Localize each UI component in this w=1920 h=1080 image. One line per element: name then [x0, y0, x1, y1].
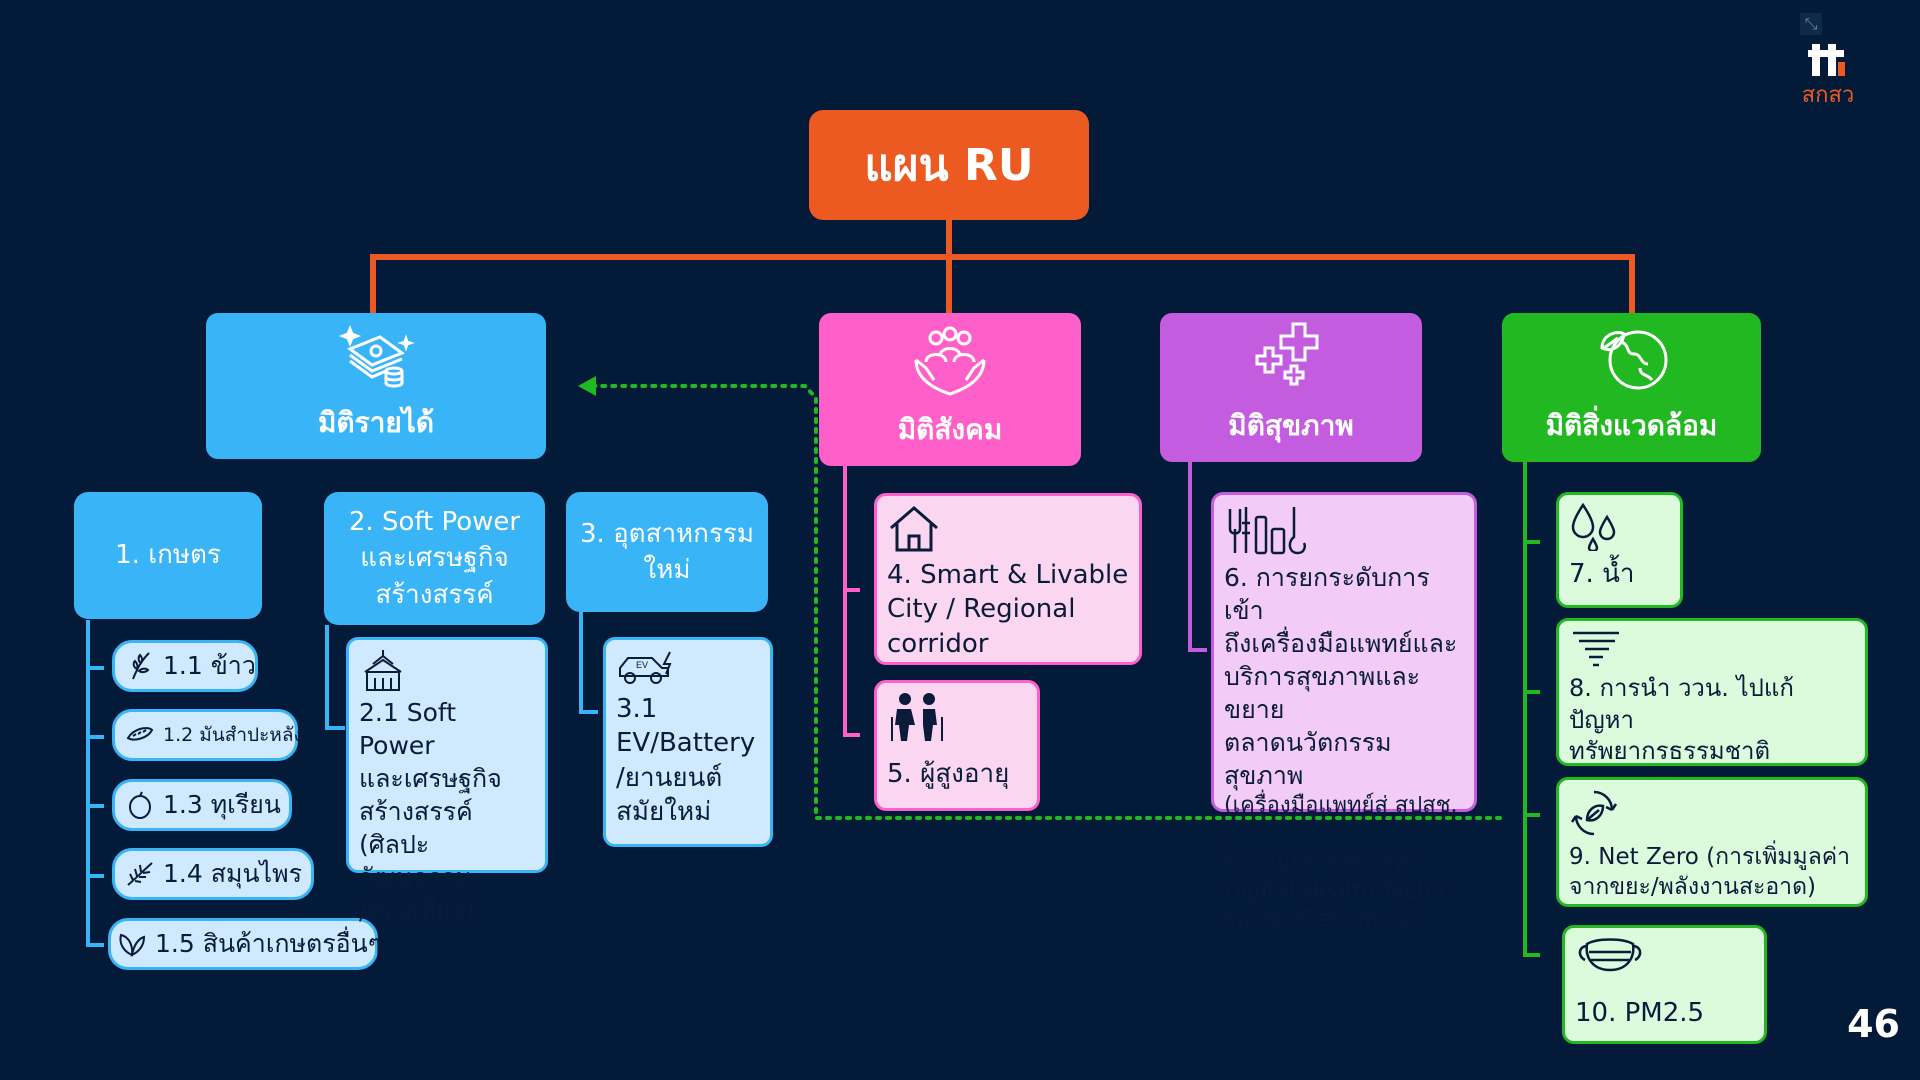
medical-sub-line-4: รพ.สต./Genomics) [1224, 907, 1418, 933]
community-hands-icon [914, 326, 986, 396]
medical-cross-icon [1255, 322, 1319, 386]
money-stack-icon [338, 324, 415, 388]
page-number: 46 [1847, 1002, 1900, 1046]
medical-card: 6. การยกระดับการเข้า ถึงเครื่องมือแพทย์แ… [1211, 492, 1477, 932]
cassava-icon [126, 727, 154, 741]
medical-line-1: 6. การยกระดับการเข้า [1224, 563, 1430, 625]
medical-tools-icon [1228, 507, 1306, 555]
bcg-line-2: ทรัพยากรธรรมชาติ [1569, 737, 1771, 766]
logo-mark-icon [1808, 44, 1845, 76]
netzero-line-2: จากขยะ/พลังงานสะอาด) [1569, 874, 1817, 901]
agri-item-other-label: 1.5 สินค้าเกษตรอื่นๆ [155, 929, 382, 958]
smart-city-card: 4. Smart & Livable City / Regional corri… [874, 493, 1142, 665]
dimension-health: มิติสุขภาพ [1160, 313, 1422, 462]
bcg-card: 8. การนำ ววน. ไปแก้ปัญหา ทรัพยากรธรรมชาต… [1556, 618, 1868, 797]
netzero-line-1: 9. Net Zero (การเพิ่มมูลค่า [1569, 844, 1851, 870]
dimension-income-label: มิติรายได้ [317, 406, 435, 439]
industry-card-line-2: EV/Battery [616, 728, 756, 759]
durian-icon [129, 791, 151, 819]
agri-item-herb-label: 1.4 สมุนไพร [163, 859, 303, 888]
earth-leaf-icon [1599, 330, 1667, 390]
exit-fullscreen-icon[interactable]: ⤡ [1800, 13, 1822, 35]
temple-icon [364, 650, 402, 691]
softpower-card-line-1: 2.1 Soft Power [359, 698, 457, 760]
dimension-environment-label: มิติสิ่งแวดล้อม [1545, 409, 1718, 442]
bcg-line-1: 8. การนำ ววน. ไปแก้ปัญหา [1569, 674, 1794, 734]
water-card: 7. น้ำ [1556, 492, 1683, 608]
smart-city-line-2: City / Regional [887, 594, 1076, 625]
softpower-card-line-3: สร้างสรรค์ [359, 797, 473, 826]
softpower-card-line-5: /ท่องเที่ยว) [359, 896, 475, 925]
industry-card-line-3: /ยานยนต์ [616, 762, 723, 793]
softpower-line2: และเศรษฐกิจ [360, 543, 509, 574]
water-drops-icon [1571, 503, 1616, 551]
income-agri-tile: 1. เกษตร [74, 492, 262, 619]
recycle-leaf-icon [1570, 790, 1618, 836]
industry-card-line-1: 3.1 [616, 694, 658, 724]
agri-item-cassava: 1.2 มันสำปะหลัง [112, 709, 303, 761]
industry-line1: 3. อุตสาหกรรม [580, 518, 754, 549]
water-label: 7. น้ำ [1569, 559, 1635, 589]
face-mask-icon [1578, 938, 1642, 972]
house-icon [890, 506, 938, 552]
industry-card-line-4: สมัยใหม่ [616, 796, 712, 827]
logo-text: สกสว [1801, 83, 1855, 108]
softpower-line3: สร้างสรรค์ [375, 579, 494, 610]
income-agri-label: 1. เกษตร [115, 540, 221, 571]
dimension-social-label: มิติสังคม [897, 413, 1003, 446]
softpower-card: 2.1 Soft Power และเศรษฐกิจ สร้างสรรค์ (ศ… [346, 637, 548, 925]
medical-line-3: บริการสุขภาพและขยาย [1224, 662, 1421, 724]
rice-icon [132, 652, 150, 680]
tornado-icon [1573, 631, 1619, 667]
pm25-label: 10. PM2.5 [1575, 998, 1705, 1028]
agri-item-durian: 1.3 ทุเรียน [112, 779, 292, 831]
smart-city-line-1: 4. Smart & Livable [887, 560, 1129, 590]
agri-item-cassava-label: 1.2 มันสำปะหลัง [163, 724, 303, 746]
dimension-income: มิติรายได้ [206, 313, 546, 459]
softpower-line1: 2. Soft Power [348, 506, 521, 537]
leaves-icon [119, 933, 146, 957]
netzero-card: 9. Net Zero (การเพิ่มมูลค่า จากขยะ/พลังง… [1556, 777, 1868, 907]
softpower-card-line-4: (ศิลปะวัฒนธรรม [359, 830, 472, 892]
svg-text:EV: EV [636, 660, 648, 670]
smart-city-line-3: corridor [887, 628, 989, 659]
elderly-icon [891, 693, 943, 741]
dimension-social: มิติสังคม [819, 313, 1081, 466]
income-industry-tile: 3. อุตสาหกรรม ใหม่ [566, 492, 768, 612]
elderly-label: 5. ผู้สูงอายุ [887, 759, 1010, 789]
root-title: แผน RU [864, 140, 1034, 191]
agri-item-rice-label: 1.1 ข้าว [163, 651, 256, 680]
ev-car-icon: EV [619, 651, 672, 684]
income-softpower-tile: 2. Soft Power และเศรษฐกิจ สร้างสรรค์ [324, 492, 545, 625]
herb-icon [127, 862, 153, 886]
dimension-health-label: มิติสุขภาพ [1228, 409, 1354, 442]
medical-line-2: ถึงเครื่องมือแพทย์และ [1224, 629, 1458, 658]
logo: สกสว [1796, 40, 1860, 110]
medical-sub-line-3: Digital Health Tech / [1224, 878, 1446, 904]
industry-card: EV 3.1 EV/Battery /ยานยนต์ สมัยใหม่ [603, 637, 773, 847]
pm25-card: 10. PM2.5 [1562, 925, 1767, 1044]
medical-sub-line-1: (เครื่องมือแพทย์สู่ สปสช. / [1224, 793, 1458, 847]
agri-item-rice: 1.1 ข้าว [112, 640, 258, 692]
dimension-environment: มิติสิ่งแวดล้อม [1502, 313, 1761, 462]
root-node: แผน RU [809, 110, 1089, 220]
industry-line2: ใหม่ [643, 555, 691, 585]
medical-sub-line-2: ระบบบริการสุขภาพ/ [1224, 850, 1417, 876]
agri-item-herb: 1.4 สมุนไพร [112, 848, 314, 900]
agri-item-other: 1.5 สินค้าเกษตรอื่นๆ [108, 918, 382, 970]
medical-line-4: ตลาดนวัตกรรมสุขภาพ [1224, 728, 1392, 790]
softpower-card-line-2: และเศรษฐกิจ [359, 764, 502, 793]
elderly-card: 5. ผู้สูงอายุ [874, 680, 1040, 811]
agri-item-durian-label: 1.3 ทุเรียน [163, 790, 281, 819]
